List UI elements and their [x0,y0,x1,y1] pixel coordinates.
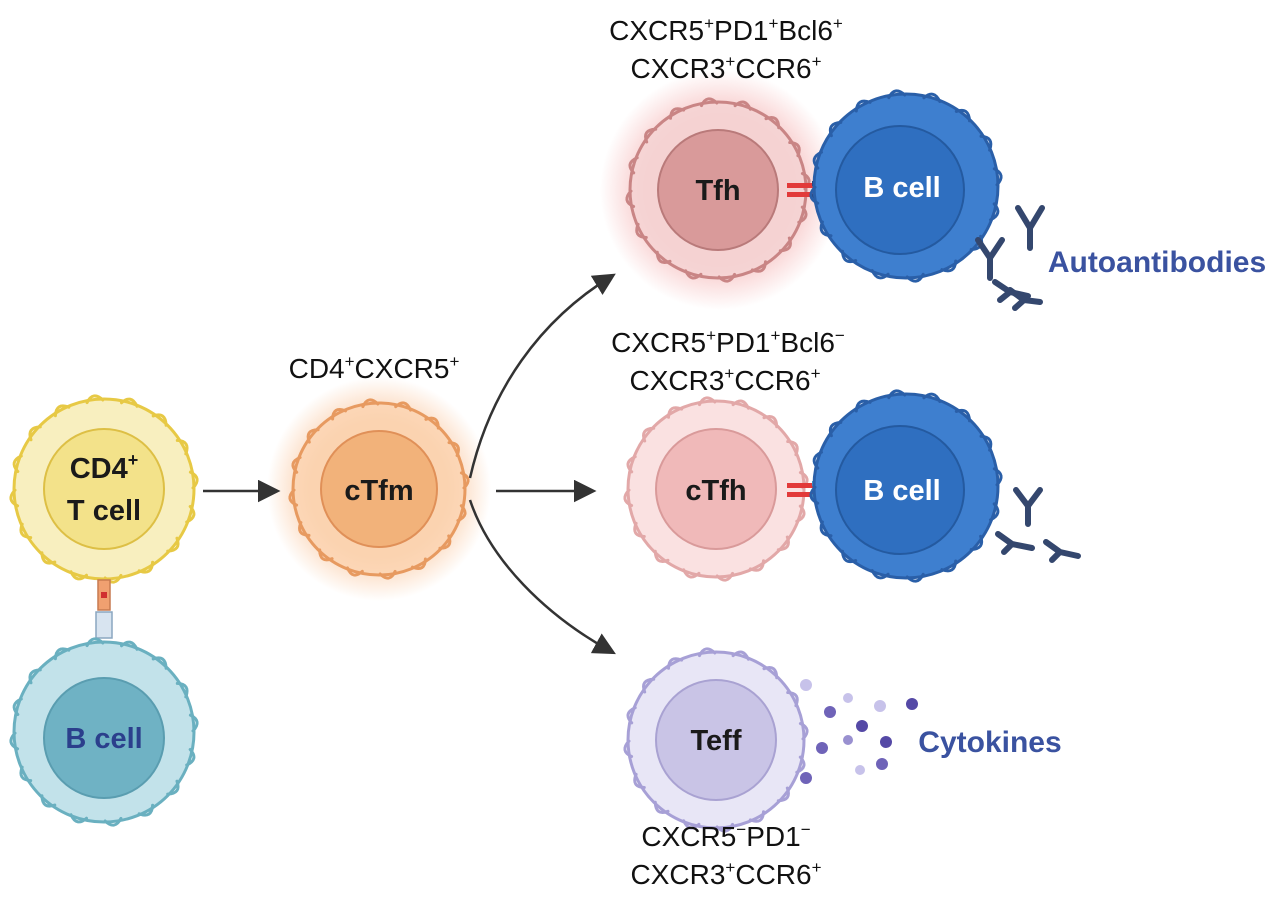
antibody-icon [975,237,1005,281]
marker-sign: − [835,326,845,345]
teff-markers-line2: CXCR3+CCR6+ [630,858,821,890]
marker-name: CCR6 [735,53,811,84]
tfh-markers-line2: CXCR3+CCR6+ [630,52,821,84]
marker-name: PD1 [714,15,768,46]
marker-name: CXCR5 [355,353,450,384]
teff-markers-line1: CXCR5−PD1− [641,820,810,852]
ctfm-markers: CD4+CXCR5+ [289,352,460,384]
teff-cell-label: Teff [690,725,741,757]
cytokines-label: Cytokines [918,726,1061,759]
marker-name: CCR6 [734,365,810,396]
tfh-cell-nucleus [657,129,779,251]
marker-name: CXCR5 [611,327,706,358]
marker-sign: + [725,52,735,71]
marker-sign: + [833,14,843,33]
ctfh-markers-line2: CXCR3+CCR6+ [629,364,820,396]
marker-name: Bcl6 [780,327,834,358]
marker-sign: + [704,14,714,33]
ctfm-cell: cTfm [288,398,470,580]
marker-name: CXCR5 [609,15,704,46]
membrane-villi [288,398,470,580]
marker-sign: + [706,326,716,345]
ctfm-cell-nucleus [320,430,438,548]
ctfh-markers-line1: CXCR5+PD1+Bcl6− [611,326,845,358]
marker-sign: + [724,364,734,383]
marker-name: CXCR3 [629,365,724,396]
marker-sign: + [812,52,822,71]
marker-name: CCR6 [735,859,811,890]
membrane-villi [623,396,809,582]
antibody-icon [1015,205,1045,251]
marker-sign: + [812,858,822,877]
b-cell-small: B cell [9,637,199,827]
cd4-t-cell: CD4+ T cell [9,394,199,584]
tfh-markers-line1: CXCR5+PD1+Bcl6+ [609,14,843,46]
antibody-icon [1013,487,1043,527]
marker-name: CXCR5 [641,821,736,852]
b-cell-mid-nucleus [835,425,965,555]
antibody-icon [1043,539,1081,563]
b-cell-small-nucleus [43,677,165,799]
marker-sign: + [345,352,355,371]
membrane-villi [9,637,199,827]
cd4-cell-label-line1: CD4+ [70,450,139,485]
membrane-villi [623,647,809,833]
ctfh-cell: cTfh [623,396,809,582]
marker-name: CXCR3 [630,859,725,890]
membrane-villi [9,394,199,584]
arrow-to-teff [468,499,616,655]
ctfh-cell-nucleus [655,428,777,550]
arrow-to-tfh [468,273,616,479]
tfh-cell: Tfh [625,97,811,283]
b-cell-top-nucleus [835,125,965,255]
b-cell-top-label: B cell [863,172,940,204]
marker-sign: − [736,820,746,839]
marker-name: PD1 [746,821,800,852]
ctfm-cell-label: cTfm [344,475,413,507]
marker-name: Bcl6 [778,15,832,46]
teff-cell: Teff [623,647,809,833]
tcr-mhc-synapse [95,579,113,639]
b-cell-top: B cell [809,89,1003,283]
b-cell-small-label: B cell [65,723,142,755]
marker-sign: + [768,14,778,33]
b-cell-mid: B cell [809,389,1003,583]
membrane-villi [809,389,1003,583]
marker-name: CD4 [289,353,345,384]
teff-cell-nucleus [655,679,777,801]
cytokine-dots [800,679,918,784]
ctfh-cell-label: cTfh [685,475,746,507]
tfh-cell-label: Tfh [695,175,740,207]
marker-name: CXCR3 [630,53,725,84]
cd4-cell-label-line2: T cell [67,495,141,527]
marker-sign: − [801,820,811,839]
cd4-cell-nucleus [43,428,165,550]
autoantibodies-label: Autoantibodies [1048,246,1266,279]
antibody-icon [1007,287,1043,311]
marker-name: PD1 [716,327,770,358]
marker-sign: + [725,858,735,877]
antibody-icon [995,531,1035,555]
marker-sign: + [449,352,459,371]
antibodies-mid-icons [995,487,1081,563]
marker-sign: + [811,364,821,383]
b-cell-mid-label: B cell [863,475,940,507]
marker-sign: + [770,326,780,345]
autoantibodies-icons [975,205,1045,311]
